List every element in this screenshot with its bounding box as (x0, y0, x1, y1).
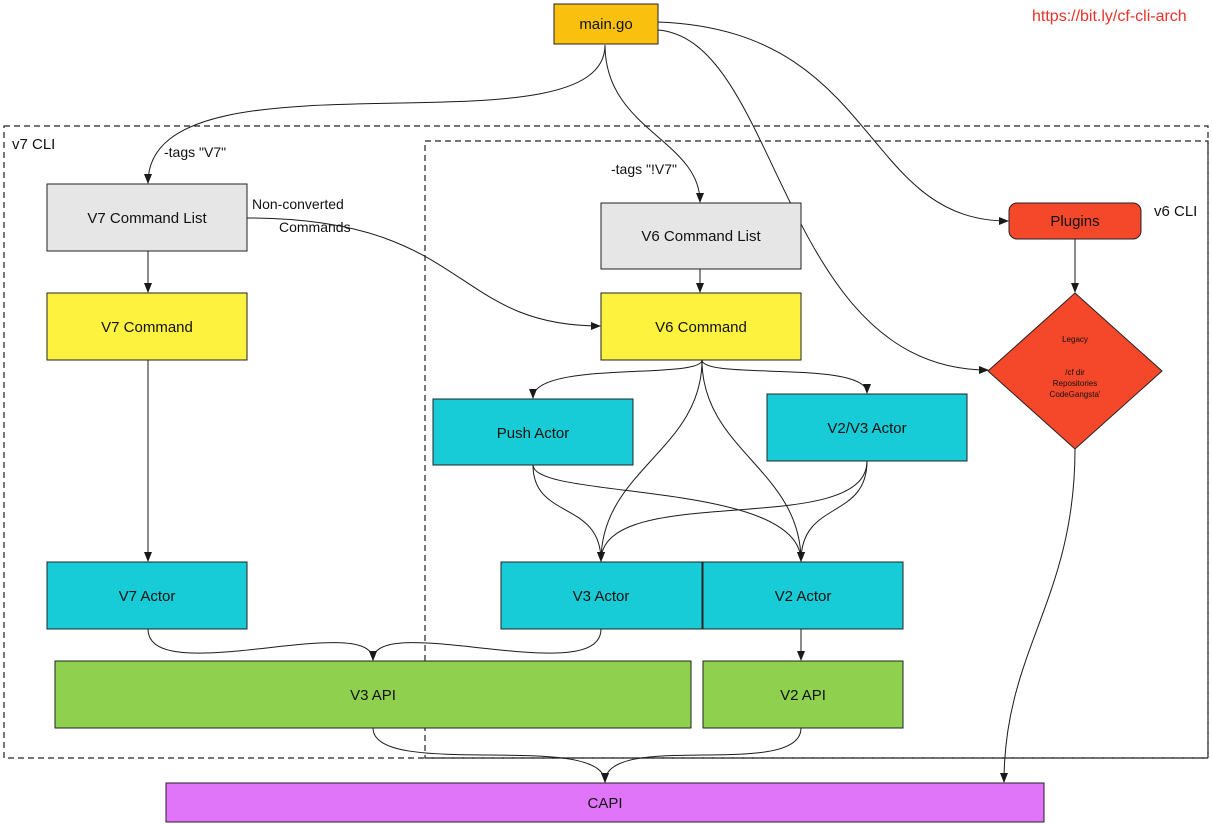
region-v7-label: v7 CLI (12, 136, 55, 153)
edge-push-actor-to-v2-actor (532, 464, 805, 562)
edge-label-tags-not-v7: -tags "!V7" (611, 161, 677, 177)
region-v6-cli (424, 140, 1209, 759)
node-legacy-line-2: /cf dir (1065, 368, 1085, 377)
node-legacy: Legacy /cf dir Repositories CodeGangsta' (987, 292, 1163, 450)
node-v6-command-label: V6 Command (655, 319, 747, 336)
edge-v2v3-actor-to-v3-actor (597, 460, 868, 562)
node-push-actor: Push Actor (432, 398, 634, 466)
edge-v7-list-to-v6-command (246, 217, 601, 330)
edge-label-non-converted: Non-converted (252, 196, 344, 212)
edge-label-commands: Commands (279, 219, 351, 235)
node-push-actor-label: Push Actor (497, 425, 570, 442)
node-plugins-label: Plugins (1050, 213, 1099, 230)
edge-main-to-plugins (657, 21, 1009, 225)
node-legacy-line-4: CodeGangsta' (1050, 390, 1101, 399)
node-v3-actor: V3 Actor (500, 561, 703, 630)
edge-v2v3-actor-to-v2-actor (797, 460, 868, 562)
node-v7-command-list-label: V7 Command List (87, 210, 207, 227)
edge-v6-command-to-v3-actor (597, 359, 703, 562)
edge-push-actor-to-v3-actor (532, 464, 605, 562)
edge-v6-command-to-v2v3-actor (701, 359, 871, 394)
node-v7-actor: V7 Actor (46, 561, 248, 630)
node-v2-api: V2 API (702, 660, 904, 729)
node-v2v3-actor: V2/V3 Actor (766, 393, 968, 462)
edge-v3-api-to-capi (372, 727, 609, 783)
source-link[interactable]: https://bit.ly/cf-cli-arch (1032, 8, 1187, 25)
node-v3-api: V3 API (54, 660, 692, 729)
edge-v7-actor-to-v3-api (147, 628, 377, 661)
edge-legacy-to-capi (1000, 448, 1076, 783)
edges (144, 21, 1079, 783)
edge-main-to-v7-command-list (144, 44, 606, 184)
edge-v2-api-to-capi (601, 727, 802, 783)
edge-v6-command-to-push-actor (529, 359, 703, 399)
edge-v3-actor-to-v3-api (369, 628, 602, 661)
node-v2-api-label: V2 API (780, 687, 826, 704)
node-v3-actor-label: V3 Actor (573, 588, 630, 605)
node-v6-command-list: V6 Command List (600, 202, 802, 270)
region-v6-label: v6 CLI (1154, 203, 1197, 220)
node-v6-command-list-label: V6 Command List (641, 228, 761, 245)
node-v3-api-label: V3 API (350, 687, 396, 704)
node-v7-actor-label: V7 Actor (119, 588, 176, 605)
node-v2-actor: V2 Actor (702, 561, 904, 630)
node-capi: CAPI (165, 782, 1045, 823)
node-v7-command-label: V7 Command (101, 319, 193, 336)
edge-label-tags-v7: -tags "V7" (164, 144, 226, 160)
node-v7-command: V7 Command (46, 292, 248, 361)
node-v2-actor-label: V2 Actor (775, 588, 832, 605)
node-v6-command: V6 Command (600, 292, 802, 361)
node-plugins: Plugins (1008, 202, 1142, 240)
node-main-go-label: main.go (579, 16, 632, 33)
node-capi-label: CAPI (587, 795, 622, 812)
edge-v6-command-to-v2-actor (701, 359, 805, 562)
edge-main-to-v6-command-list (604, 44, 704, 203)
node-legacy-line-3: Repositories (1053, 379, 1097, 388)
node-v2v3-actor-label: V2/V3 Actor (827, 420, 906, 437)
node-v7-command-list: V7 Command List (46, 183, 248, 252)
node-legacy-line-1: Legacy (1062, 335, 1088, 344)
node-main-go: main.go (553, 3, 659, 45)
